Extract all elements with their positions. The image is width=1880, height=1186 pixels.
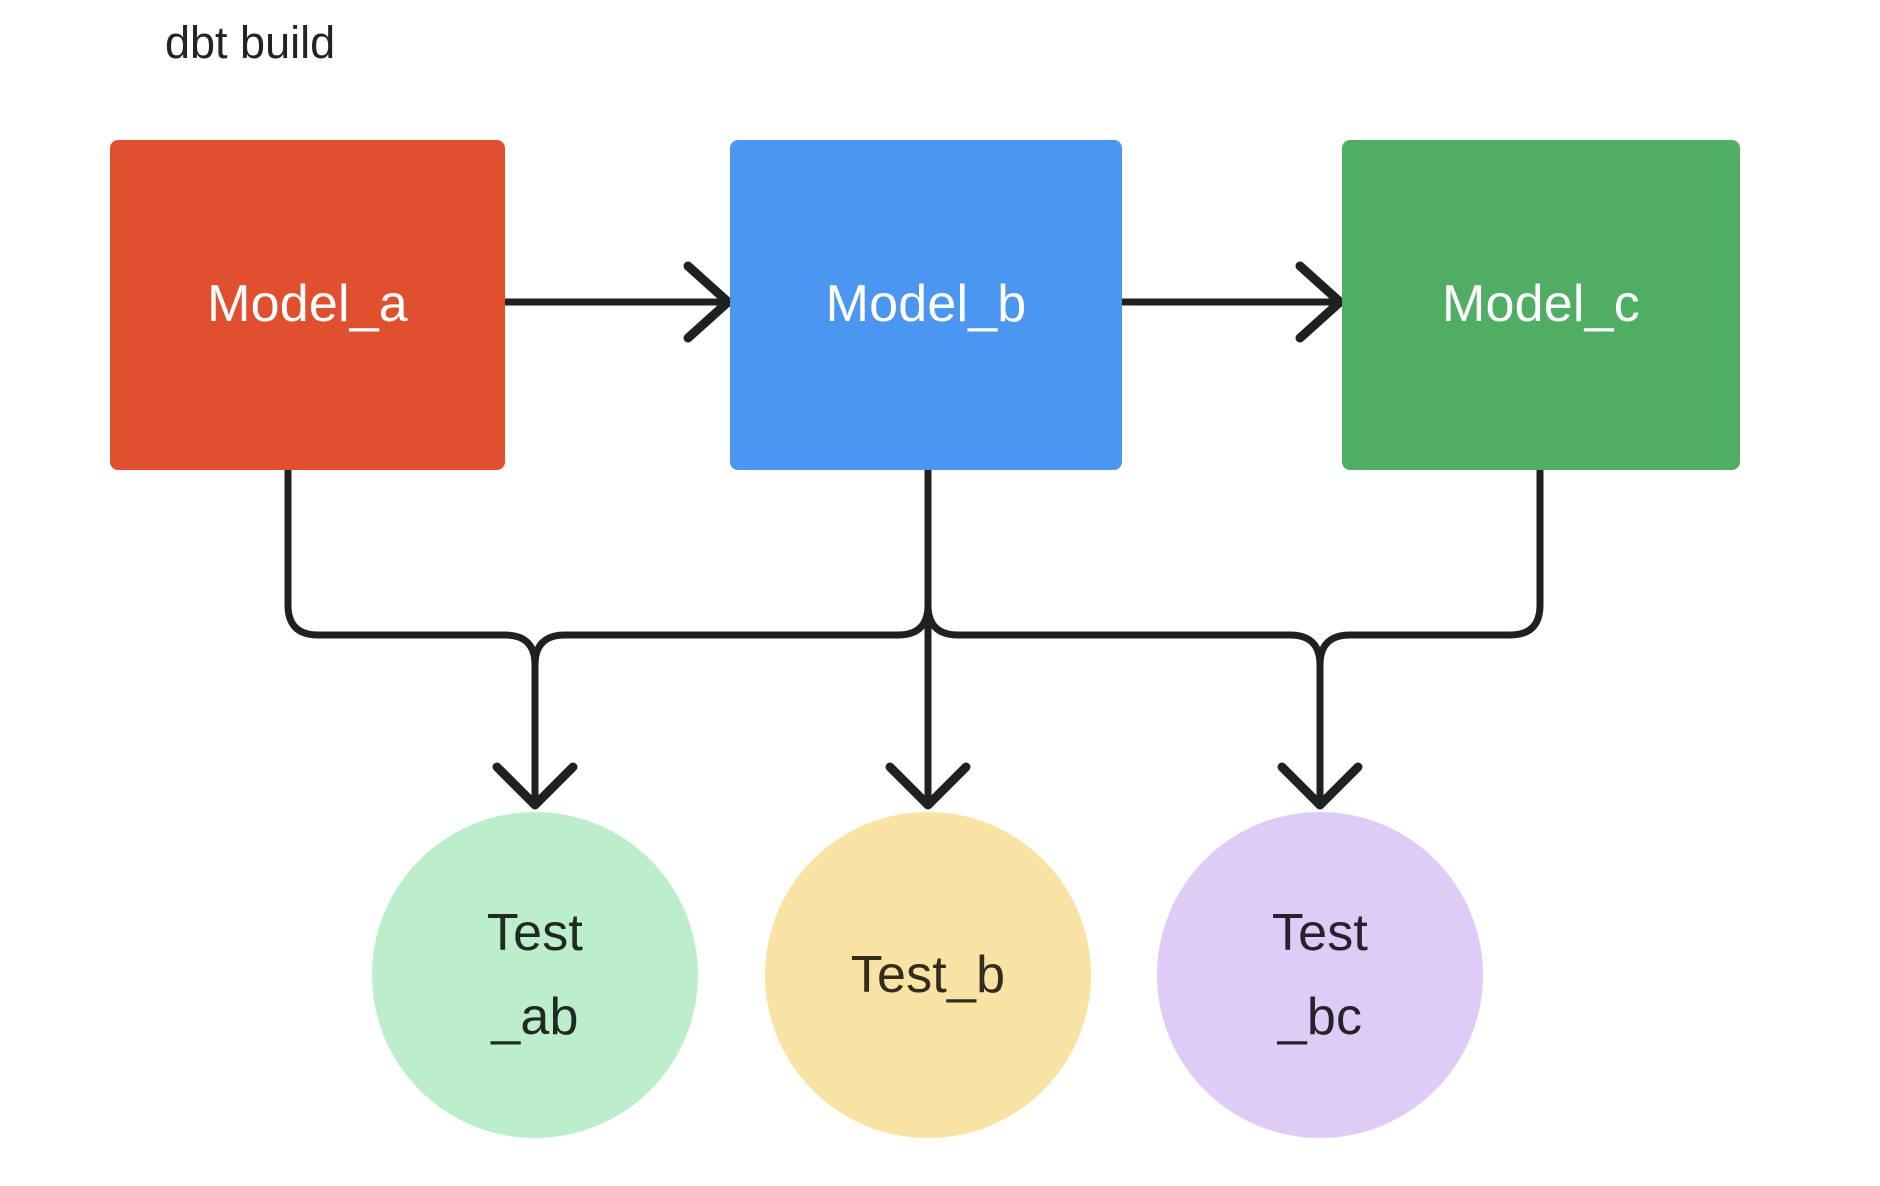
edge-model-b-to-test-bc xyxy=(924,466,1324,804)
node-model-a[interactable]: Model_a xyxy=(110,140,505,470)
arrowhead-test-b xyxy=(885,762,971,810)
edge-model-a-to-test-ab xyxy=(284,466,539,804)
node-test-bc-label: Test _bc xyxy=(1271,903,1369,1046)
node-model-c[interactable]: Model_c xyxy=(1342,140,1740,470)
node-test-b-label: Test_b xyxy=(850,945,1006,1004)
arrowhead-test-bc xyxy=(1277,762,1363,810)
edge-model-b-to-test-ab xyxy=(531,466,932,804)
node-model-b-label: Model_b xyxy=(825,275,1027,334)
diagram-title: dbt build xyxy=(165,17,336,68)
node-test-b[interactable]: Test_b xyxy=(765,812,1091,1138)
node-model-a-label: Model_a xyxy=(207,275,408,334)
node-test-ab-label: Test _ab xyxy=(486,903,584,1046)
node-test-bc[interactable]: Test _bc xyxy=(1157,812,1483,1138)
arrowhead-test-ab xyxy=(492,762,578,810)
node-model-b[interactable]: Model_b xyxy=(730,140,1122,470)
edge-model-a-to-model-b xyxy=(501,261,733,343)
edge-model-c-to-test-bc xyxy=(1316,466,1544,804)
edge-model-b-to-model-c xyxy=(1118,261,1345,343)
node-model-c-label: Model_c xyxy=(1442,275,1640,334)
node-test-ab[interactable]: Test _ab xyxy=(372,812,698,1138)
